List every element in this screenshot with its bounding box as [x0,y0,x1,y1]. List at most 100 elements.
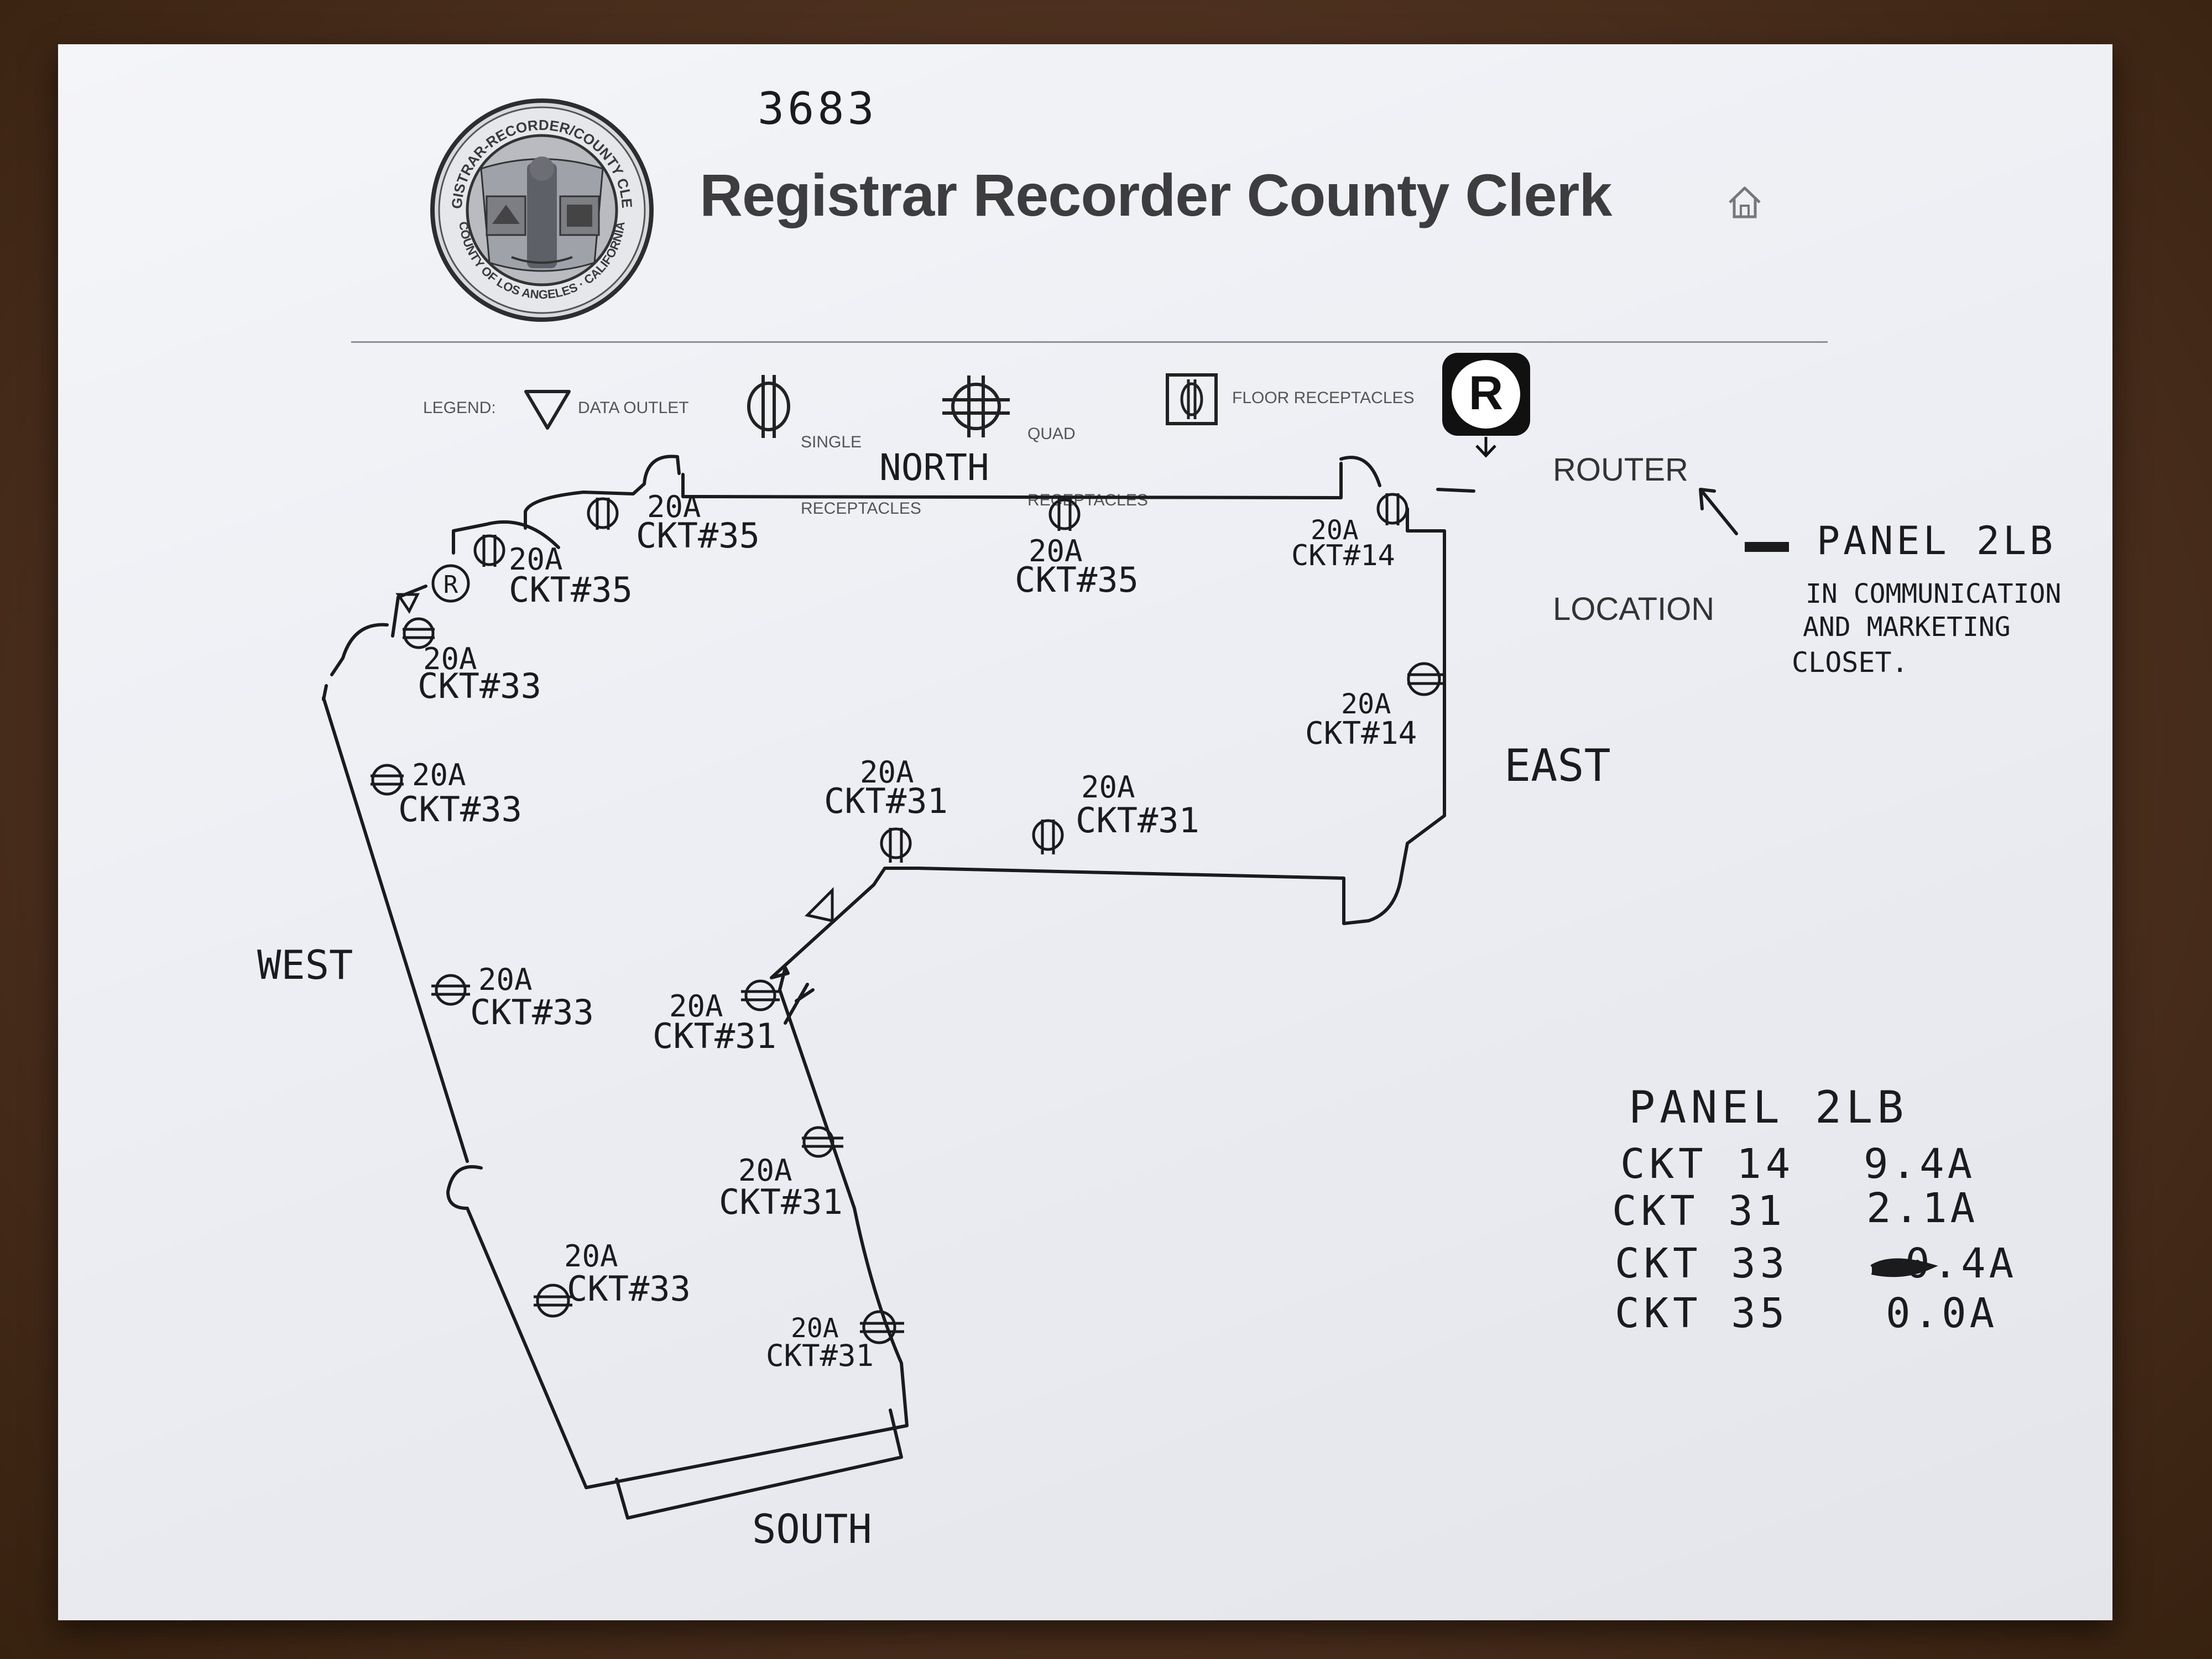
northwest-wall [322,482,646,701]
receptacle-symbol [1376,493,1408,525]
strikethrough-scribble [1870,1258,1938,1277]
receptacle-amps-label: 20A [738,1153,792,1188]
receptacle-symbol [1048,498,1081,531]
legend-quad-line2: RECEPTACLES [1027,491,1148,509]
receptacle-amps-label: 20A [564,1239,618,1274]
receptacle-amps-label: 20A [423,641,477,676]
receptacle-circuit-label: CKT#31 [766,1338,874,1373]
receptacle-circuit-label: CKT#14 [1291,539,1395,572]
receptacle-circuit-label: CKT#35 [1015,560,1139,600]
floor-receptacle-icon [1166,373,1218,425]
receptacle-circuit-label: CKT#31 [824,781,948,821]
router-marker-symbol: R [444,571,458,599]
north-label: NORTH [879,446,989,489]
panel-table-circuit: CKT 35 [1615,1290,1789,1337]
document-number: 3683 [758,83,878,134]
receptacle-symbol [587,497,619,530]
receptacle-amps-label: 20A [1311,515,1359,546]
receptacle-circuit-label: CKT#33 [398,789,522,830]
receptacle-amps-label: 20A [1029,534,1083,568]
receptacle-symbol [1032,819,1064,854]
legend-single-receptacle-label: SINGLE RECEPTACLES [801,387,921,542]
interior-diagonal-wall [770,507,1446,992]
east-label: EAST [1504,740,1611,791]
panel-table-amps: 0.0A [1886,1290,1997,1337]
receptacle-amps-label: 20A [1081,770,1135,805]
receptacle-amps-label: 20A [478,962,533,997]
receptacle-circuit-label: CKT#31 [719,1182,843,1222]
panel-table-circuit: CKT 14 [1620,1140,1794,1188]
panel-table-amps: 2.1A [1866,1185,1978,1232]
home-icon[interactable] [1725,182,1764,221]
receptacle-symbol [1407,662,1444,696]
north-door-swing-left [643,455,681,486]
receptacles [371,493,1444,1344]
panel-load-table: PANEL 2LB CKT 14 9.4A CKT 31 2.1A CKT 33… [1612,1082,2017,1337]
receptacle-circuit-label: CKT#35 [509,570,633,610]
receptacle-symbol [802,1126,843,1158]
legend-quad-receptacle-label: QUAD RECEPTACLES [1027,379,1148,534]
north-wall [681,462,1343,499]
single-receptacle-icon [747,375,790,438]
north-door-swing-right [1339,456,1381,487]
legend-label: LEGEND: [423,399,496,417]
receptacle-label-group: 20A CKT#35 20A CKT#35 20A CKT#35 20A CKT… [398,489,1417,1373]
panel-location-note: PANEL 2LB IN COMMUNICATION AND MARKETING… [1792,518,2061,679]
receptacle-symbol [371,764,404,796]
panel-marker-tick [1436,488,1475,493]
receptacle-circuit-label: CKT#33 [418,666,541,706]
receptacle-amps-label: 20A [647,489,701,524]
receptacle-circuit-label: CKT#31 [653,1016,776,1056]
router-r-icon: R [1442,353,1530,458]
south-wall-outer [615,1408,903,1520]
router-marker-icon [431,564,470,603]
router-label-line2: LOCATION [1553,591,1715,627]
receptacle-symbol [534,1284,572,1318]
legend-single-line1: SINGLE [801,433,862,451]
receptacle-circuit-label: CKT#35 [636,515,760,556]
interior-step-wall [784,983,815,1025]
receptacle-circuit-label: CKT#33 [470,992,594,1032]
south-wall [585,988,909,1489]
router-location-label: ROUTER LOCATION [1553,354,1714,679]
panel-table-amps: 9.4A [1864,1140,1975,1188]
quad-receptacle-icon [942,375,1010,437]
data-outlet-triangle-icon [805,886,834,923]
receptacle-symbol [741,979,780,1011]
receptacle-amps-label: 20A [860,755,914,790]
county-seal-icon: REGISTRAR-RECORDER/COUNTY CLERK COUNTY O… [429,97,654,322]
panel-table-title: PANEL 2LB [1629,1082,1908,1133]
router-symbol: R [1469,367,1503,420]
header-divider [351,341,1828,343]
receptacle-symbol [880,827,912,863]
receptacle-symbol [860,1310,904,1344]
west-wall [322,696,588,1489]
panel-table-circuit: CKT 31 [1612,1187,1786,1235]
legend-floor-receptacle-label: FLOOR RECEPTACLES [1232,389,1415,407]
west-label: WEST [257,942,353,988]
receptacle-circuit-label: CKT#33 [567,1269,691,1309]
panel-table-circuit: CKT 33 [1615,1240,1789,1287]
panel-note-line1: PANEL 2LB [1817,518,2056,564]
panel-note-line3: AND MARKETING [1803,612,2011,643]
page-title: Registrar Recorder County Clerk [700,161,1613,228]
panel-note-arrow [1699,488,1738,535]
router-label-line1: ROUTER [1553,452,1688,488]
south-label: SOUTH [752,1506,872,1552]
receptacle-amps-label: 20A [509,542,563,577]
panel-note-line4: CLOSET. [1792,646,1908,679]
panel-table-amps: 0.4A [1905,1240,2017,1287]
data-outlet-triangle-icon [395,593,420,614]
receptacle-symbol [403,617,435,649]
panel-note-line2: IN COMMUNICATION [1806,578,2061,609]
receptacle-symbol [431,974,470,1006]
receptacle-amps-label: 20A [791,1313,839,1344]
paper-sheet [58,44,2112,1620]
receptacle-amps-label: 20A [669,989,723,1024]
receptacle-amps-label: 20A [1341,688,1391,720]
receptacle-amps-label: 20A [412,758,466,792]
legend-quad-line1: QUAD [1027,425,1076,443]
legend-data-outlet-label: DATA OUTLET [578,399,689,417]
receptacle-circuit-label: CKT#31 [1076,800,1199,841]
